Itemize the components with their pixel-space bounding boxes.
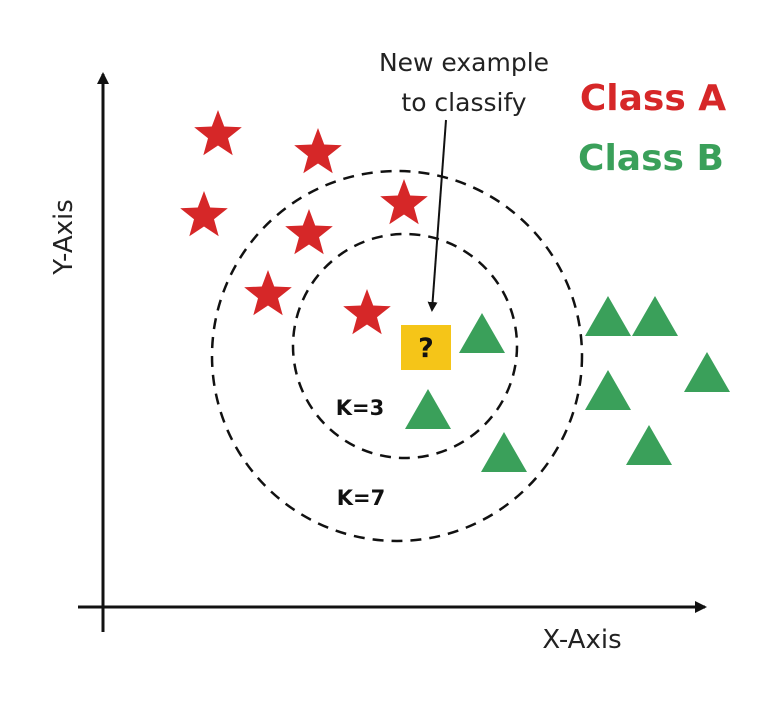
k7-label: K=7 [337, 486, 385, 510]
class-b-triangle-marker [585, 296, 631, 336]
y-axis-label: Y-Axis [49, 199, 79, 276]
legend-class-a: Class A [580, 78, 726, 119]
class-b-triangle-marker [632, 296, 678, 336]
class-a-star-marker [343, 289, 391, 335]
k3-neighborhood-circle [291, 232, 519, 460]
class-b-triangle-marker [684, 352, 730, 392]
query-point-box [401, 325, 451, 370]
class-b-triangle-marker [459, 313, 505, 353]
class-a-star-marker [380, 179, 428, 225]
class-b-triangle-marker [405, 389, 451, 429]
k3-label: K=3 [336, 396, 384, 420]
class-a-star-marker [194, 110, 242, 156]
class-a-star-marker [294, 128, 342, 174]
x-axis-label: X-Axis [542, 625, 621, 655]
query-point-symbol: ? [418, 333, 434, 364]
legend-class-b: Class B [578, 138, 724, 179]
class-b-triangle-marker [626, 425, 672, 465]
callout-line-2: to classify [401, 88, 526, 117]
query-point: ? [401, 325, 451, 370]
class-a-star-marker [244, 270, 292, 316]
callout-arrow [427, 119, 447, 312]
class-markers [180, 110, 730, 472]
class-a-star-marker [285, 209, 333, 255]
class-b-triangle-marker [585, 370, 631, 410]
class-a-star-marker [180, 191, 228, 237]
k7-neighborhood-circle [210, 169, 584, 543]
callout-line-1: New example [379, 48, 549, 77]
class-b-triangle-marker [481, 432, 527, 472]
